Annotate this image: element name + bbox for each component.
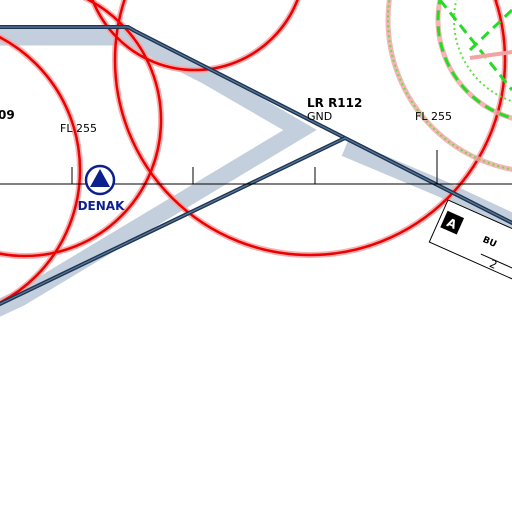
waypoint-label: DENAK — [78, 199, 125, 213]
sector-letter-badge-icon — [440, 210, 465, 235]
tma-sector-line-3 — [469, 50, 512, 60]
area-lower-limit: GND — [307, 110, 332, 123]
restricted-area-bottom-left — [0, 35, 82, 305]
sector-divider — [480, 253, 512, 279]
airway-centre-lines — [0, 25, 512, 307]
tma-halo-outer — [385, 0, 512, 172]
sector-value-partial: 2 — [487, 257, 499, 272]
area-right-upper-limit: FL 255 — [415, 110, 452, 123]
area-id-partial: 09 — [0, 108, 15, 122]
area-left-upper-limit: FL 255 — [60, 122, 97, 135]
airway-line-upper-core — [0, 26, 512, 224]
restricted-areas — [0, 0, 508, 307]
waypoint-triangle-icon — [90, 169, 110, 187]
tma-sector-line-2 — [468, 8, 512, 52]
sector-label-box[interactable]: A BU 2 — [428, 199, 512, 288]
area-name: LR R112 — [307, 96, 362, 110]
airway-corridor-upper — [0, 28, 317, 317]
restricted-area-top — [91, 0, 299, 72]
airway-line-lower-core — [0, 137, 346, 305]
tma-boundaries — [385, 0, 512, 172]
restricted-area-left — [0, 0, 163, 258]
waypoint-denak[interactable]: DENAK — [78, 164, 125, 213]
tma-halo-inner — [435, 0, 512, 121]
restricted-area-center — [113, 0, 507, 257]
